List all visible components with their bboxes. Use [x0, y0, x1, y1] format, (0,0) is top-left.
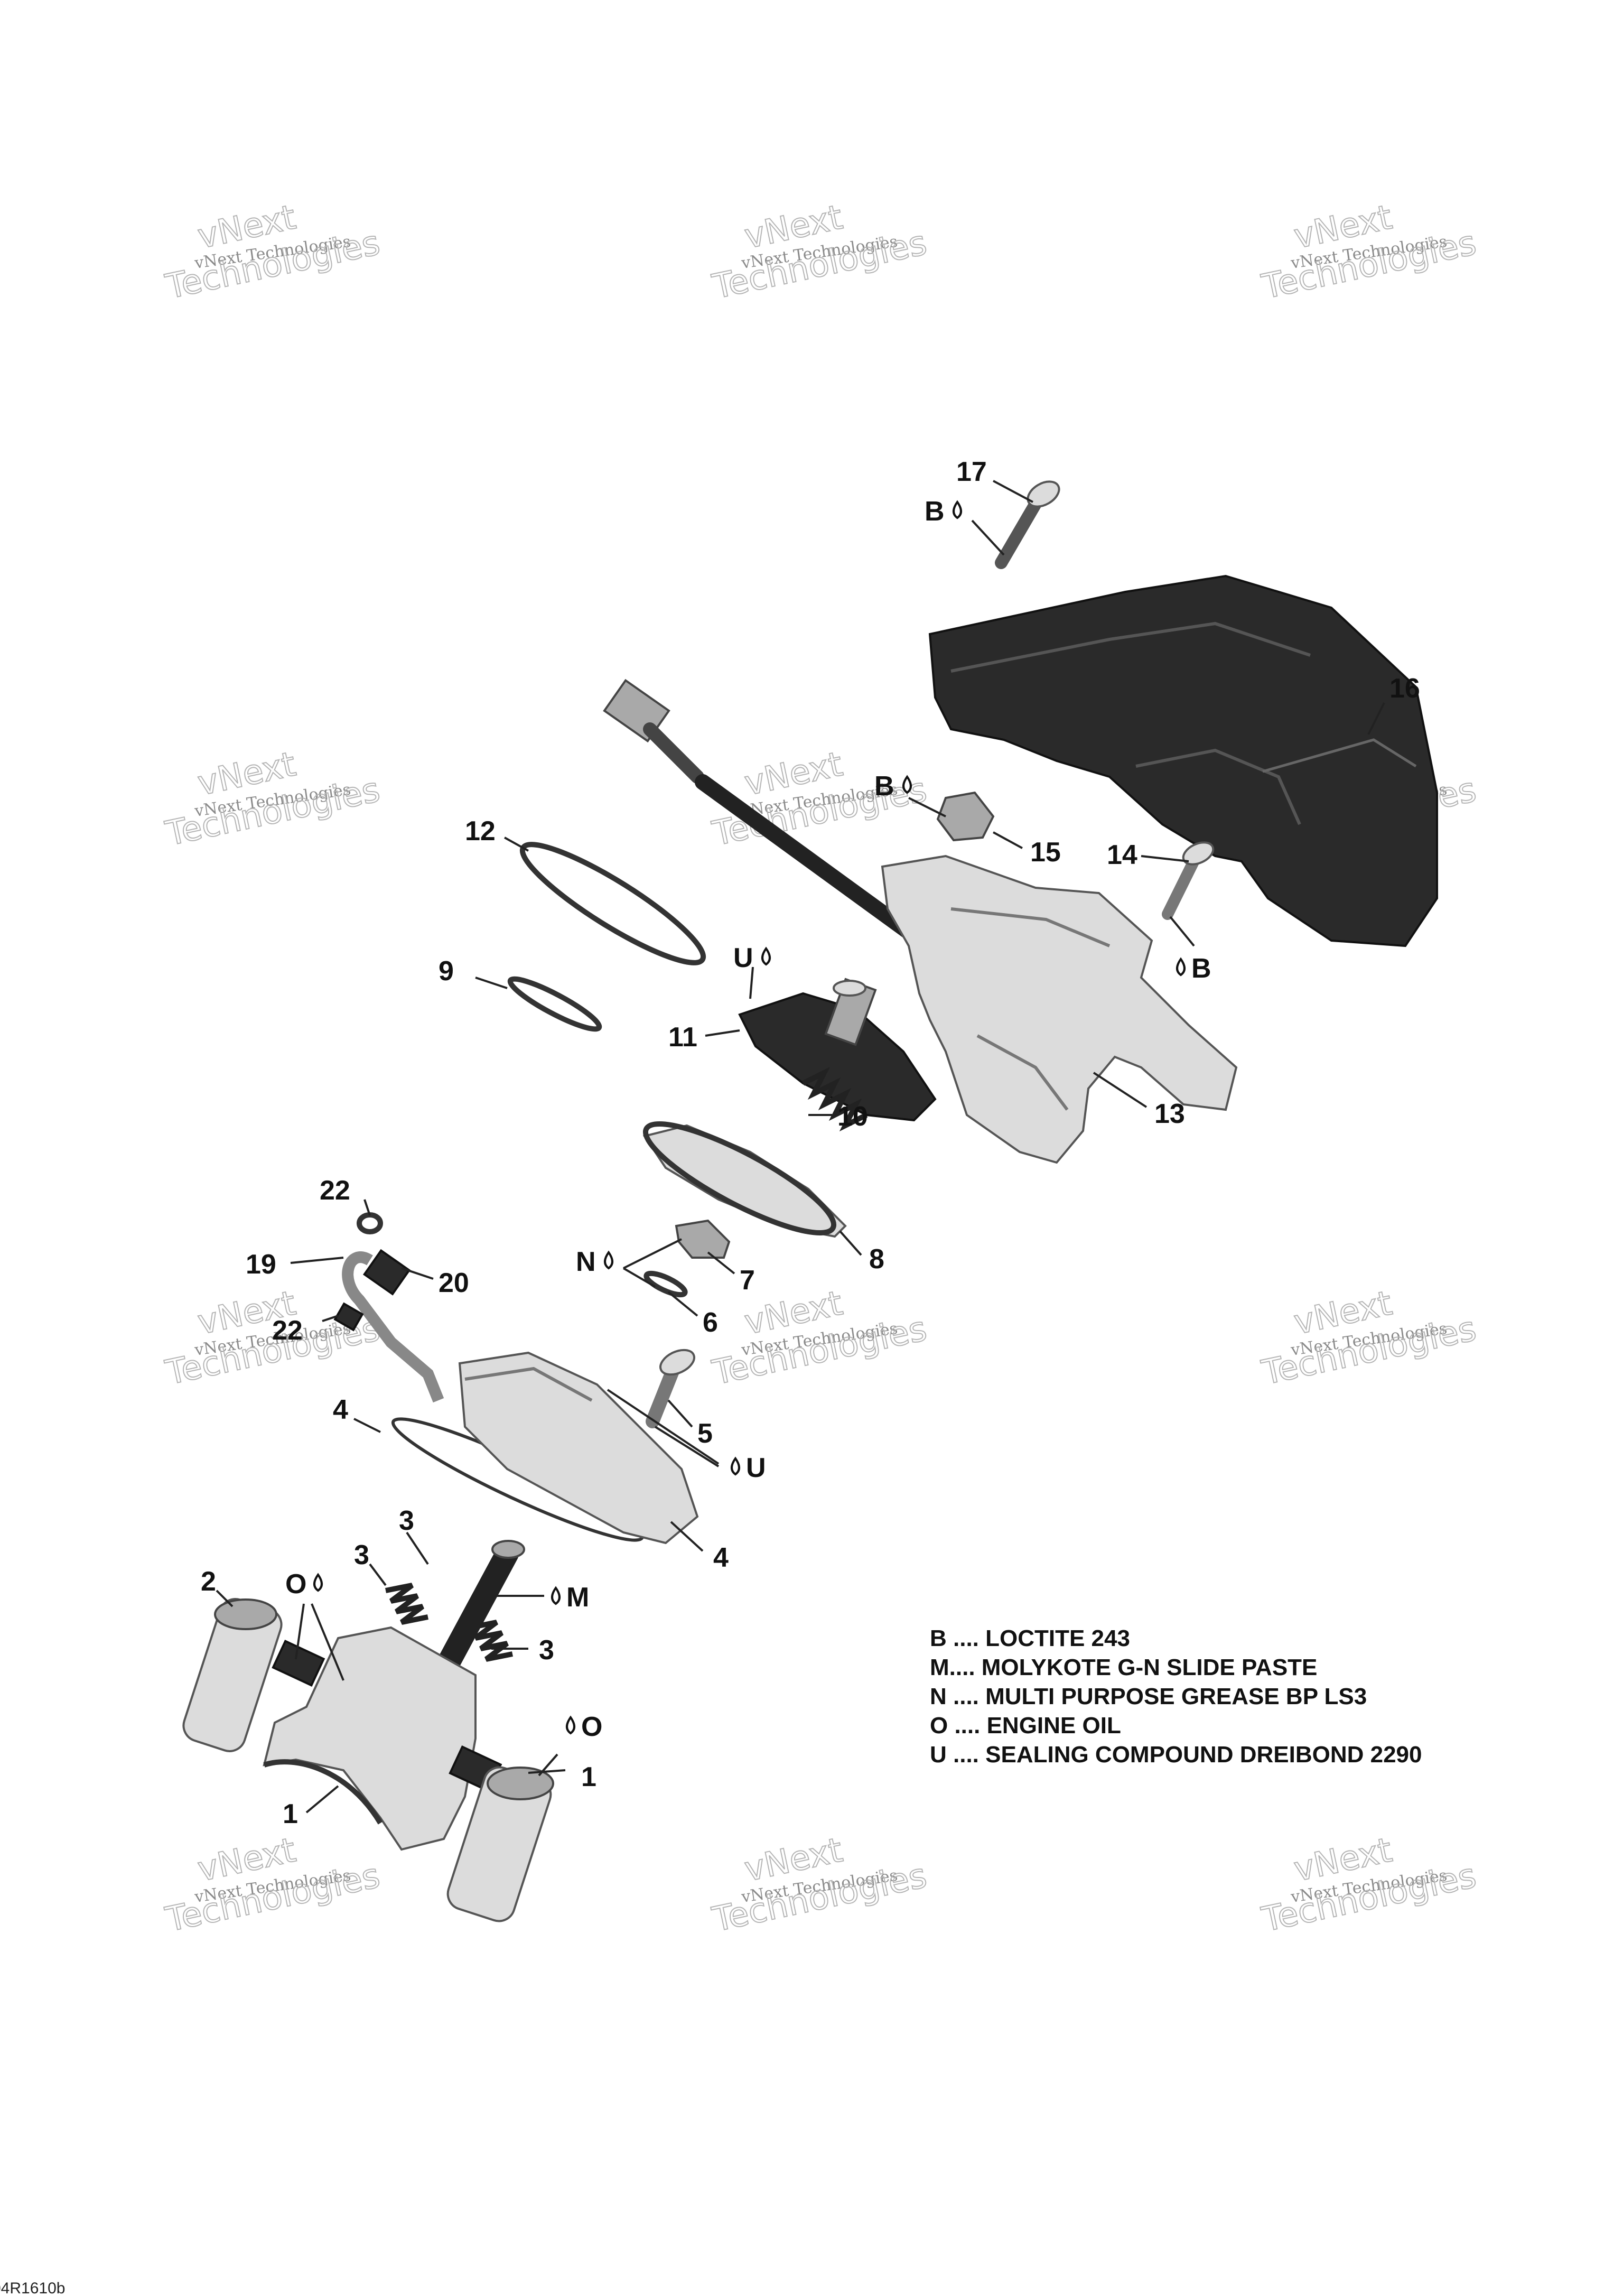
part-9-washer: [675, 1219, 731, 1259]
marker-b-16: B: [1176, 953, 1211, 984]
drop-icon: [953, 500, 962, 519]
marker-b-19: B: [925, 496, 962, 527]
marker-u-13: U: [733, 943, 771, 973]
callout-1: 1: [283, 1799, 298, 1829]
part-4-spring-right: [470, 1620, 513, 1662]
callout-9: 7: [740, 1265, 755, 1296]
part-1-base: [263, 1626, 502, 1851]
svg-text:B: B: [925, 496, 945, 527]
watermark-10: vNext Technologies vNext Technologies: [162, 1830, 384, 1940]
watermark-4: vNext Technologies vNext Technologies: [162, 744, 384, 854]
marker-n: N: [576, 1247, 613, 1277]
svg-text:U: U: [733, 943, 753, 973]
svg-text:N: N: [576, 1247, 596, 1277]
callout-10: 8: [869, 1244, 884, 1275]
drop-icon: [761, 946, 771, 966]
part-22-ring-upper: [357, 1212, 383, 1234]
drop-icon: [313, 1573, 323, 1592]
callout-22-upper: 22: [320, 1175, 350, 1206]
marker-o-left: O: [285, 1569, 323, 1600]
part-4-spring-left: [385, 1583, 428, 1625]
drop-icon: [604, 1250, 613, 1270]
part-16-bolt: [1162, 841, 1215, 920]
watermark-3: vNext Technologies vNext Technologies: [1258, 197, 1480, 307]
part-19-bolt: [995, 480, 1060, 569]
lubricant-legend: B .... LOCTITE 243 M.... MOLYKOTE G-N SL…: [930, 1625, 1422, 1768]
part-20-hose: [342, 1251, 444, 1403]
part-8-ring: [643, 1270, 688, 1298]
part-12-spring: [801, 1066, 868, 1132]
callout-17: 15: [1030, 837, 1061, 868]
callout-21: 20: [439, 1268, 469, 1298]
legend-item-n: N .... MULTI PURPOSE GREASE BP LS3: [930, 1684, 1367, 1709]
callout-14: 12: [465, 816, 496, 847]
legend-item-b: B .... LOCTITE 243: [930, 1625, 1130, 1651]
svg-text:U: U: [746, 1453, 766, 1483]
callout-3-right: 1: [581, 1762, 596, 1792]
marker-o-right: O: [566, 1712, 602, 1742]
drop-icon: [551, 1586, 561, 1605]
part-13-diaphragm: [738, 978, 937, 1122]
callout-16: 14: [1107, 840, 1137, 870]
callout-5: 4: [333, 1395, 348, 1425]
drop-icon: [902, 775, 912, 794]
part-10-cup: [642, 1121, 847, 1238]
callouts: 17 16 15 14 13 12 11 10 9 8 7 6 5 4 4 3 …: [201, 457, 1420, 1829]
part-14-o-ring: [519, 842, 706, 965]
callout-20: 19: [246, 1249, 276, 1280]
drop-icon: [731, 1456, 740, 1476]
leader-lines: [216, 480, 1385, 1814]
watermark-9: vNext Technologies vNext Technologies: [1258, 1283, 1480, 1393]
part-22-plug-lower: [333, 1302, 364, 1332]
marker-m: M: [551, 1582, 589, 1613]
watermark-5: vNext Technologies vNext Technologies: [708, 744, 931, 854]
callout-22-lower: 22: [272, 1315, 303, 1346]
callout-18: 16: [1389, 673, 1420, 704]
callout-15: 13: [1154, 1099, 1185, 1129]
lubricant-markers: B B B U N U M O: [285, 496, 1211, 1742]
callout-7: 5: [697, 1418, 713, 1449]
callout-19: 17: [956, 457, 987, 487]
marker-u-6: U: [731, 1453, 766, 1483]
callout-11: 9: [439, 956, 454, 987]
part-3-piston-right: [446, 1766, 554, 1922]
svg-text:M: M: [566, 1582, 589, 1613]
part-7-bolt: [646, 1349, 695, 1428]
watermark-2: vNext Technologies vNext Technologies: [708, 197, 931, 307]
callout-2: 3: [399, 1505, 414, 1536]
callout-12: 10: [837, 1101, 868, 1132]
part-11-o-ring: [507, 976, 602, 1032]
part-17-nut: [936, 791, 995, 842]
legend-item-u: U .... SEALING COMPOUND DREIBOND 2290: [930, 1742, 1422, 1768]
svg-text:O: O: [581, 1712, 602, 1742]
part-18-cover: [928, 574, 1438, 947]
callout-6: 4: [713, 1542, 729, 1573]
watermark-11: vNext Technologies vNext Technologies: [708, 1830, 931, 1940]
part-21-fitting: [362, 1249, 411, 1296]
callout-4-right: 3: [539, 1635, 554, 1666]
part-15-housing: [881, 854, 1238, 1164]
callout-3-left: 2: [201, 1566, 216, 1597]
part-6-housing: [458, 1351, 699, 1545]
legend-item-m: M.... MOLYKOTE G-N SLIDE PASTE: [930, 1654, 1317, 1680]
legend-item-o: O .... ENGINE OIL: [930, 1713, 1121, 1739]
svg-text:O: O: [285, 1569, 306, 1600]
callout-13: 11: [668, 1022, 697, 1053]
svg-text:B: B: [874, 771, 894, 802]
part-3-piston-left: [182, 1598, 283, 1752]
callout-4-left: 3: [354, 1540, 369, 1570]
parts: [182, 480, 1438, 1922]
svg-text:B: B: [1191, 953, 1211, 984]
drop-icon: [1176, 957, 1186, 977]
callout-8: 6: [703, 1307, 718, 1338]
watermark-8: vNext Technologies vNext Technologies: [708, 1283, 931, 1393]
marker-b-17: B: [874, 771, 912, 802]
drop-icon: [566, 1715, 575, 1735]
watermark-12: vNext Technologies vNext Technologies: [1258, 1830, 1480, 1940]
watermark-1: vNext Technologies vNext Technologies: [162, 197, 384, 307]
